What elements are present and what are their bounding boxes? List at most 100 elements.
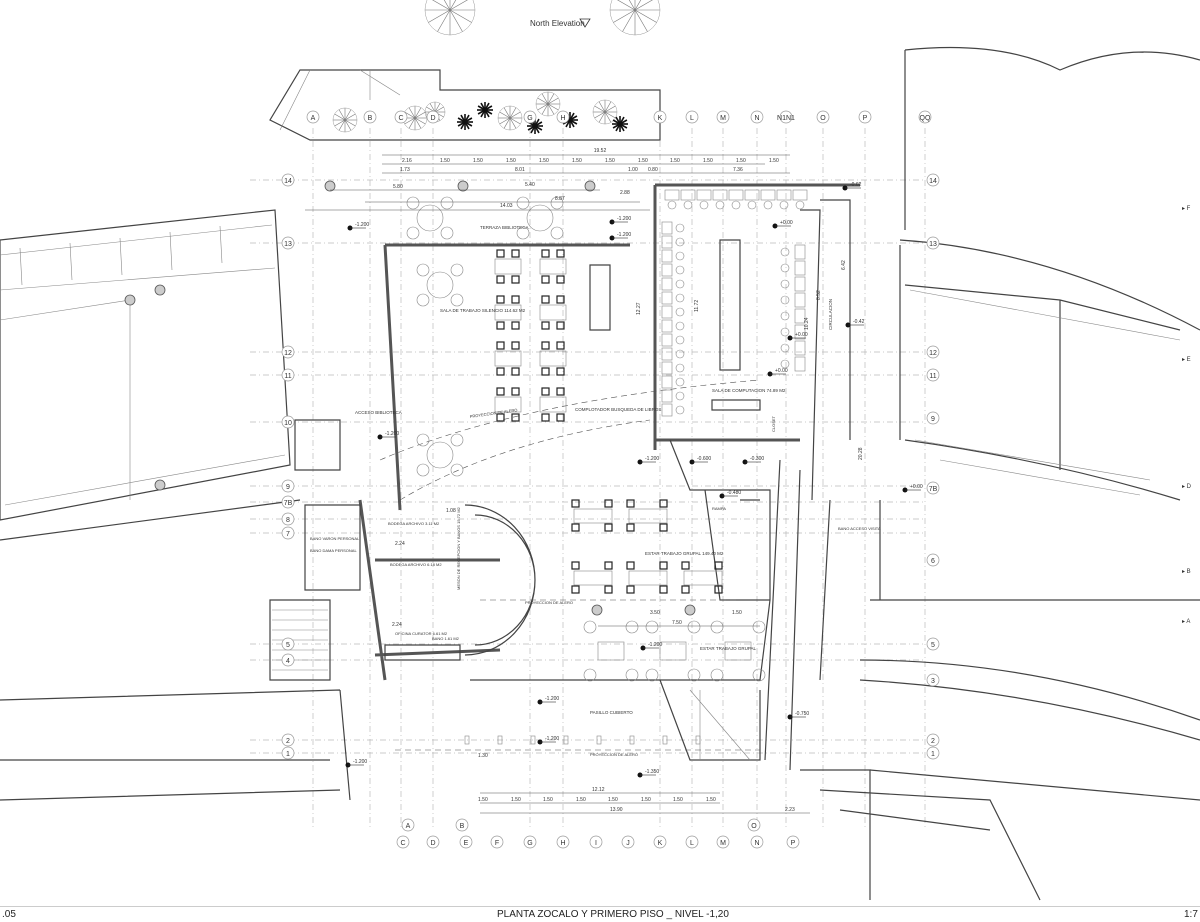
chair	[714, 561, 723, 570]
grid-row-12: 12	[929, 350, 937, 357]
building-walls	[269, 183, 881, 771]
furniture	[124, 180, 808, 745]
grid-bubble	[918, 110, 932, 124]
armchair	[687, 620, 701, 634]
grid-bubble	[281, 637, 295, 651]
armchair	[450, 463, 464, 477]
chair	[659, 499, 668, 508]
level-value: +0.00	[780, 220, 793, 226]
grid-bubble	[653, 110, 667, 124]
chair	[571, 499, 580, 508]
tree-icon	[424, 0, 476, 36]
dim-bay: 1.50	[670, 158, 680, 164]
sheet-title: PLANTA ZOCALO Y PRIMERO PISO _ NIVEL -1,…	[497, 909, 729, 920]
grid-label-A: A	[406, 823, 411, 830]
column	[457, 180, 469, 192]
triangle-marker-icon	[579, 18, 591, 28]
grid-bubble	[926, 411, 940, 425]
chair	[511, 249, 520, 258]
chair	[511, 275, 520, 284]
room-label-library-access: ACCESO BIBLIOTECA	[355, 410, 402, 415]
grid-label-C: C	[398, 115, 403, 122]
grid-bubble	[523, 835, 537, 849]
grid-row-4: 4	[286, 658, 290, 665]
armchair	[710, 620, 724, 634]
dim-total: 19.52	[594, 148, 607, 154]
label-projection: PROYECCION DE ALERO	[590, 752, 638, 757]
room-label-covered: PASILLO CUBIERTO	[590, 710, 633, 715]
grid-bubble	[394, 110, 408, 124]
tree-icon	[457, 114, 473, 130]
top-dimensions: 19.52 2.16 1.50 1.50 1.50 1.50 1.50 1.50…	[392, 148, 864, 628]
table	[539, 396, 567, 413]
room-label-bath-staff-2: BANO DAMA PERSONAL	[310, 548, 357, 553]
chair	[795, 200, 805, 210]
armchair	[416, 263, 430, 277]
grid-bubble	[281, 236, 295, 250]
grid-bubble	[926, 733, 940, 747]
armchair	[687, 668, 701, 682]
dim-vertical: 20.28	[858, 447, 864, 460]
armchair	[516, 226, 530, 240]
dim-terrace: 5.40	[525, 182, 535, 188]
grid-bubble	[926, 368, 940, 382]
grid-bubble	[281, 526, 295, 540]
room-label-office: OFICINA CURATOR 6.61 M2	[395, 631, 448, 636]
grid-bubble	[459, 835, 473, 849]
grid-row-10: 10	[284, 420, 292, 427]
chair	[556, 249, 565, 258]
armchair	[450, 293, 464, 307]
grid-label-N: N	[754, 840, 759, 847]
grid-bubble	[779, 110, 793, 124]
chair	[571, 523, 580, 532]
grid-row-7: 7	[286, 531, 290, 538]
chair	[511, 413, 520, 422]
column	[584, 180, 596, 192]
grid-label-H: H	[560, 840, 565, 847]
computer-desk	[661, 333, 673, 347]
level-value: -0.600	[697, 456, 711, 462]
room-label-bath-access: BANO ACCESO VISITA	[838, 526, 881, 531]
tree-icon	[612, 116, 628, 132]
grid-bubble	[926, 481, 940, 495]
computer-desk	[661, 347, 673, 361]
table	[494, 258, 522, 275]
chair	[556, 295, 565, 304]
chair	[699, 200, 709, 210]
grid-label-QQ: QQ	[920, 115, 931, 122]
grid-bubble	[926, 673, 940, 687]
grid-label-L: L	[690, 115, 694, 122]
grid-bubble	[685, 835, 699, 849]
chair	[541, 367, 550, 376]
chair	[496, 413, 505, 422]
grid-label-J: J	[626, 840, 630, 847]
grid-bubble	[426, 835, 440, 849]
computer-desk	[661, 277, 673, 291]
dim-terrace: 8.87	[555, 196, 565, 202]
computer-desk	[728, 189, 744, 201]
grid-bubble	[281, 733, 295, 747]
dim-bay: 1.50	[539, 158, 549, 164]
room-label-closet: CLOSET	[771, 415, 776, 432]
sheet-number: .05	[2, 909, 16, 920]
grid-bubble	[653, 835, 667, 849]
chair	[496, 249, 505, 258]
round-table	[526, 204, 554, 232]
grid-bubble	[281, 653, 295, 667]
pillar	[497, 735, 503, 745]
level-value: -1.200	[645, 456, 659, 462]
grid-bubble	[281, 415, 295, 429]
computer-desk	[680, 189, 696, 201]
armchair	[416, 293, 430, 307]
tree-icon	[535, 91, 561, 117]
section-marker-E: ▸ E	[1182, 357, 1191, 363]
grid-bubble	[816, 110, 830, 124]
column	[154, 284, 166, 296]
chair	[780, 263, 790, 273]
level-value: -0.42	[853, 319, 865, 325]
chair	[780, 359, 790, 369]
tree-icon	[497, 105, 523, 131]
section-marker-F: ▸ F	[1182, 206, 1191, 212]
dim-bottom-bay: 1.50	[511, 797, 521, 803]
